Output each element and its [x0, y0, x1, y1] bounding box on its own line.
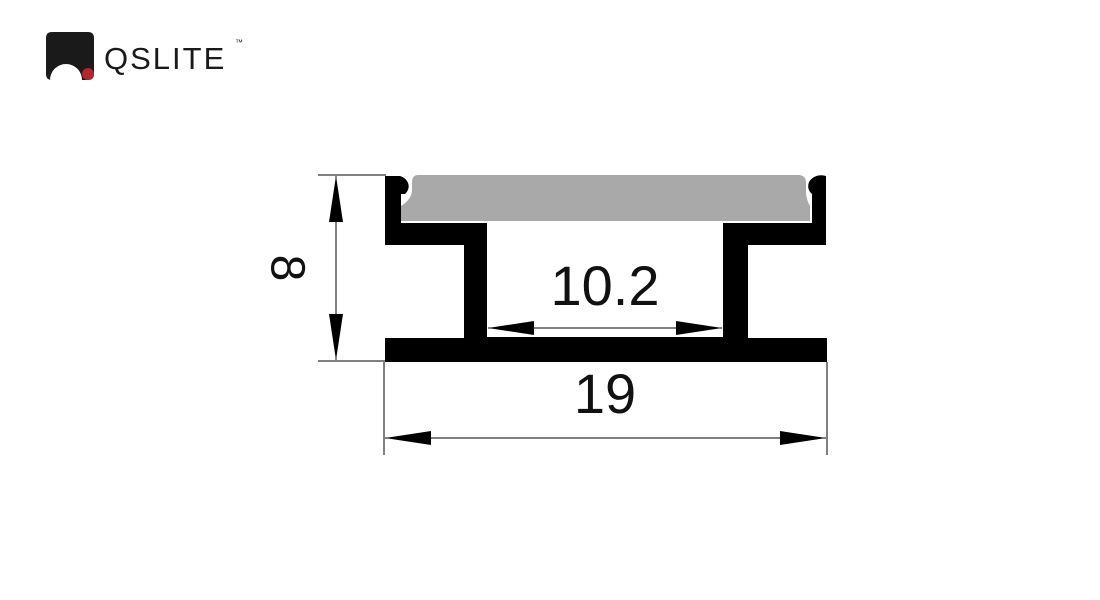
brand-name: QSLITE	[104, 40, 227, 76]
height-label: 8	[261, 255, 314, 282]
brand-mark-dot	[82, 68, 94, 80]
inner-width-label: 10.2	[551, 254, 660, 317]
width-arrow-right	[780, 431, 826, 445]
height-arrow-top	[329, 176, 343, 222]
inner-width-arrow-left	[488, 321, 534, 335]
inner-width-arrow-right	[676, 321, 722, 335]
overall-width-label: 19	[574, 362, 636, 425]
aluminium-profile	[385, 175, 827, 362]
brand-logo: QSLITE	[46, 32, 226, 80]
brand-trademark: ™	[235, 38, 243, 47]
brand-mark-icon	[46, 32, 94, 80]
brand-mark-shape	[46, 32, 94, 80]
width-arrow-left	[385, 431, 431, 445]
height-arrow-bottom	[329, 314, 343, 360]
diffuser-cover	[401, 175, 810, 221]
